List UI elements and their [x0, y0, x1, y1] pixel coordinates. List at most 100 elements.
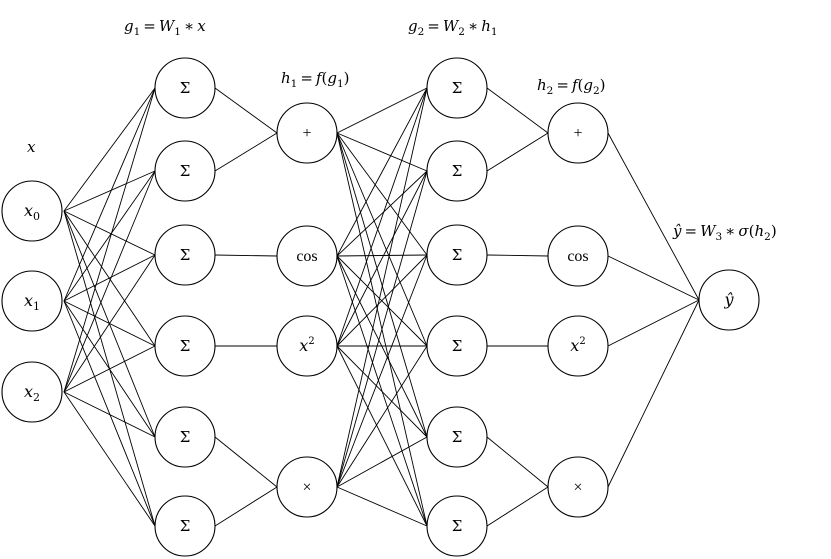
edge-input-sum1 — [63, 170, 156, 393]
sum-node-l2-4-label: Σ — [452, 428, 463, 446]
sum-node-l2-1-label: Σ — [452, 162, 463, 180]
act-node-l2-times-label: × — [573, 479, 582, 496]
input-node-x1: x1 — [1, 270, 63, 332]
sum-node-l2-0-circle — [426, 57, 488, 119]
act-node-l1-times-circle — [276, 456, 338, 518]
act-node-l2-plus: + — [547, 102, 609, 164]
sum-node-l1-0-circle — [154, 57, 216, 119]
sum-node-l1-5: Σ — [154, 495, 216, 557]
edge-act2-output — [607, 255, 700, 301]
edge-sum2-act2 — [486, 132, 549, 172]
output-node-yhat-circle — [698, 269, 760, 331]
sum-node-l1-4-circle — [154, 406, 216, 468]
act-node-l2-square: x2 — [547, 315, 609, 377]
edge-sum1-act1 — [214, 132, 278, 172]
sum-node-l1-1-label: Σ — [180, 162, 191, 180]
sum-node-l2-3-label: Σ — [452, 337, 463, 355]
output-node-yhat-label: ŷ — [723, 290, 734, 309]
act-node-l2-cos: cos — [547, 225, 609, 287]
edge-act1-sum2 — [336, 254, 428, 347]
sum-node-l1-3: Σ — [154, 315, 216, 377]
act-node-l1-square-circle — [276, 315, 338, 377]
label-g1: g1=W1∗x — [124, 17, 206, 38]
sum-node-l1-3-label: Σ — [180, 337, 191, 355]
sum-node-l1-4: Σ — [154, 406, 216, 468]
sum-node-l2-5-circle — [426, 495, 488, 557]
edge-act1-sum2 — [336, 255, 428, 438]
sum-node-l2-4-circle — [426, 406, 488, 468]
sum-node-l2-0-label: Σ — [452, 79, 463, 97]
sum-node-l2-3: Σ — [426, 315, 488, 377]
act-node-l1-plus-circle — [276, 102, 338, 164]
edge-act2-output — [607, 299, 700, 347]
edge-act1-sum2 — [336, 486, 428, 527]
act-node-l1-cos-circle — [276, 225, 338, 287]
act-node-l1-square-label: x2 — [299, 336, 314, 355]
edge-input-sum1 — [63, 254, 156, 393]
act-node-l1-plus-label: + — [302, 125, 311, 142]
edge-input-sum1 — [63, 391, 156, 438]
sum-node-l1-3-circle — [154, 315, 216, 377]
sum-node-l2-3-circle — [426, 315, 488, 377]
act-node-l2-times-circle — [547, 456, 609, 518]
edge-sum1-act1 — [214, 486, 278, 527]
label-h2: h2=f(g2) — [537, 76, 606, 97]
label-input-x: x — [27, 138, 36, 156]
edge-act1-sum2 — [336, 254, 428, 488]
act-node-l2-cos-label: cos — [567, 248, 588, 265]
input-node-x0-label: x0 — [24, 201, 40, 223]
sum-node-l2-1-circle — [426, 140, 488, 202]
edge-act1-sum2 — [336, 170, 428, 488]
edge-input-sum1 — [63, 254, 156, 302]
sum-node-l1-4-label: Σ — [180, 428, 191, 446]
act-node-l1-times-label: × — [302, 479, 311, 496]
edge-input-sum1 — [63, 87, 156, 302]
sum-node-l1-1: Σ — [154, 140, 216, 202]
sum-node-l1-0-label: Σ — [180, 79, 191, 97]
edge-act1-sum2 — [336, 132, 428, 256]
input-node-x2: x2 — [1, 361, 63, 423]
edge-act2-output — [607, 132, 700, 301]
edge-input-sum1 — [63, 345, 156, 393]
edge-act1-sum2 — [336, 87, 428, 134]
sum-node-l2-2: Σ — [426, 224, 488, 286]
input-node-x0-circle — [1, 180, 63, 242]
sum-node-l1-2: Σ — [154, 224, 216, 286]
edge-act1-sum2 — [336, 345, 428, 527]
label-g2: g2=W2∗h1 — [408, 17, 498, 38]
act-node-l2-times: × — [547, 456, 609, 518]
sum-node-l2-1: Σ — [426, 140, 488, 202]
edge-sum1-act1 — [214, 436, 278, 488]
sum-node-l2-4: Σ — [426, 406, 488, 468]
input-node-x2-label: x2 — [24, 382, 40, 404]
edge-act1-sum2 — [336, 132, 428, 347]
act-node-l1-square: x2 — [276, 315, 338, 377]
act-node-l1-cos: cos — [276, 225, 338, 287]
sum-node-l2-5-label: Σ — [452, 517, 463, 535]
edge-act1-sum2 — [336, 345, 428, 438]
edge-input-sum1 — [63, 170, 156, 212]
sum-node-l1-2-label: Σ — [180, 246, 191, 264]
edge-sum2-act2 — [486, 436, 549, 488]
sum-node-l2-2-label: Σ — [452, 246, 463, 264]
edge-sum2-act2 — [486, 87, 549, 134]
edge-input-sum1 — [63, 210, 156, 256]
sum-node-l2-2-circle — [426, 224, 488, 286]
label-h1: h1=f(g1) — [281, 69, 350, 90]
edge-sum1-act1 — [214, 87, 278, 134]
act-node-l2-square-label: x2 — [570, 336, 585, 355]
edge-act2-output — [607, 299, 700, 488]
edge-act1-sum2 — [336, 87, 428, 257]
label-yhat-formula: ŷ=W3∗σ(h2) — [672, 222, 777, 243]
edge-sum1-act1 — [214, 254, 278, 257]
edge-input-sum1 — [63, 391, 156, 527]
edge-sum2-act2 — [486, 254, 549, 257]
act-node-l1-cos-label: cos — [296, 248, 317, 265]
edge-input-sum1 — [63, 87, 156, 212]
edge-act1-sum2 — [336, 345, 428, 488]
edge-act1-sum2 — [336, 132, 428, 438]
sum-node-l2-5: Σ — [426, 495, 488, 557]
sum-node-l1-0: Σ — [154, 57, 216, 119]
edge-input-sum1 — [63, 170, 156, 302]
